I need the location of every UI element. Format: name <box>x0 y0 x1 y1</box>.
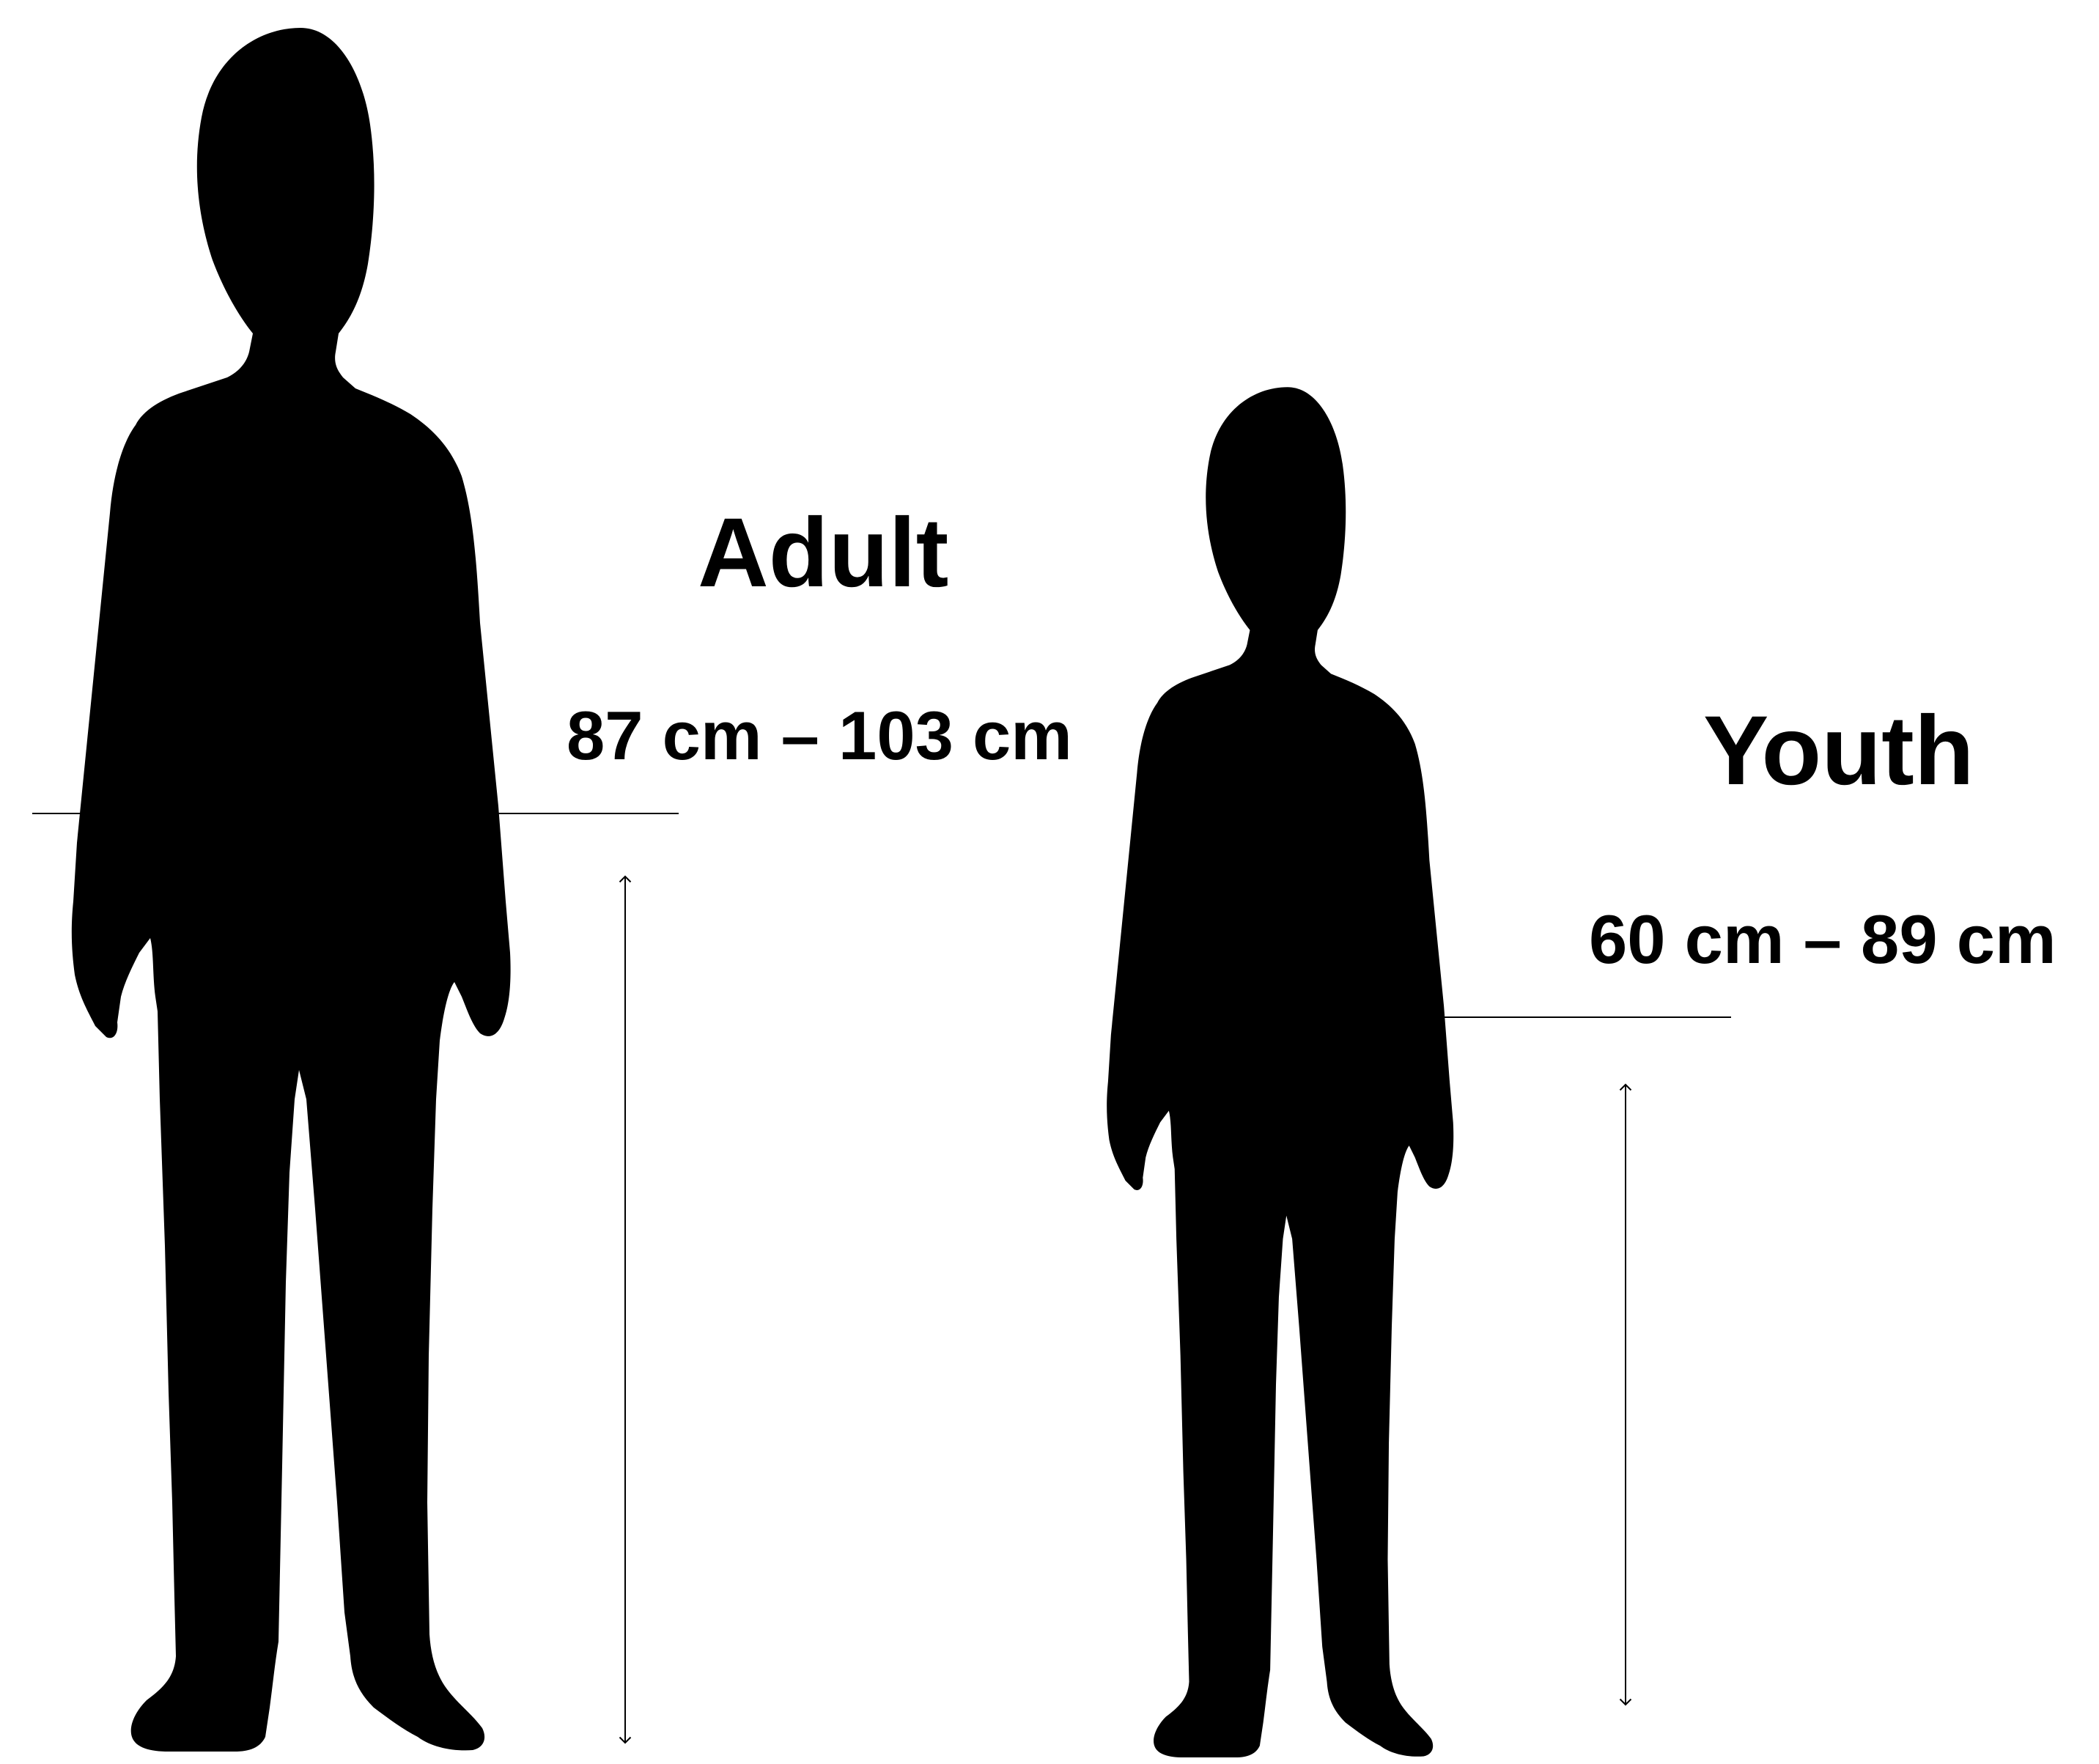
adult-figure-silhouette <box>72 28 511 1752</box>
youth-figure-silhouette <box>1107 387 1453 1757</box>
adult-category-label: Adult <box>698 498 948 608</box>
youth-category-label: Youth <box>1703 696 1974 805</box>
adult-range-label: 87 cm – 103 cm <box>567 697 1072 774</box>
youth-range-label: 60 cm – 89 cm <box>1589 901 2056 978</box>
